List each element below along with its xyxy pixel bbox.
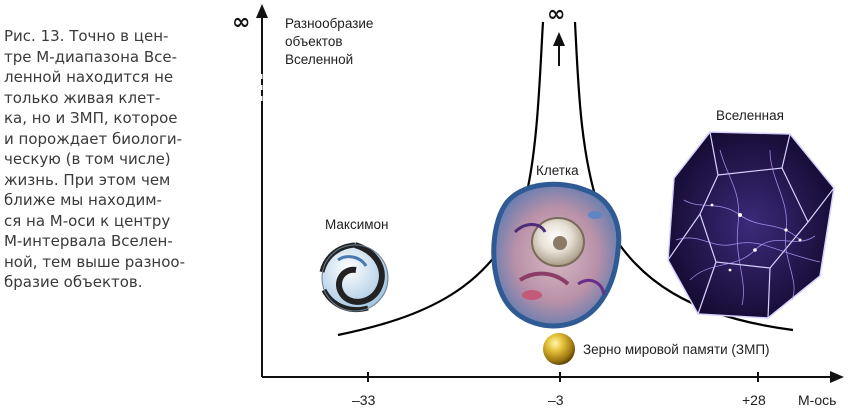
caption-line: ной, тем выше разноо- [4, 252, 185, 271]
caption-line: ленной находится не [4, 68, 174, 86]
x-tick-label: –3 [548, 392, 564, 408]
y-axis-infinity: ∞ [232, 10, 250, 35]
caption-line: ся на М-оси к центру [4, 211, 171, 230]
y-axis [256, 4, 268, 377]
cell-icon [491, 181, 622, 329]
peak-infinity: ∞ [547, 2, 565, 27]
y-axis-label-line2: объектов [285, 34, 343, 49]
y-axis-label-line3: Вселенной [285, 52, 353, 67]
zmp-sphere-icon [543, 333, 575, 365]
maximon-sphere-icon [319, 242, 389, 313]
caption-line: тре М-диапазона Все- [4, 47, 178, 66]
caption-line: М-интервала Вселен- [4, 232, 173, 250]
y-axis-label-line1: Разнообразие [285, 16, 373, 31]
cell-label: Клетка [536, 163, 579, 178]
caption-line: ближе мы находим- [4, 191, 162, 209]
figure-caption: Рис. 13. Точно в цен- тре М-диапазона Вс… [4, 26, 216, 293]
x-tick-label: –33 [352, 392, 376, 408]
caption-line: Рис. 13. Точно в цен- [4, 27, 169, 45]
x-tick-label: +28 [742, 392, 766, 408]
caption-line: только живая клет- [4, 88, 161, 107]
caption-line: ка, но и ЗМП, которое [4, 109, 178, 127]
universe-dodecahedron-icon [667, 131, 835, 319]
up-arrow-icon [553, 32, 565, 66]
maximon-label: Максимон [325, 217, 389, 232]
caption-line: бразие объектов. [4, 273, 143, 291]
x-axis [262, 371, 844, 383]
caption-line: ческую (в том числе) [4, 150, 171, 168]
caption-line: жизнь. При этом чем [4, 170, 171, 189]
universe-label: Вселенная [716, 108, 784, 123]
x-axis-label: М-ось [798, 392, 836, 408]
zmp-label: Зерно мировой памяти (ЗМП) [583, 342, 770, 357]
caption-line: и порождает биологи- [4, 129, 182, 148]
